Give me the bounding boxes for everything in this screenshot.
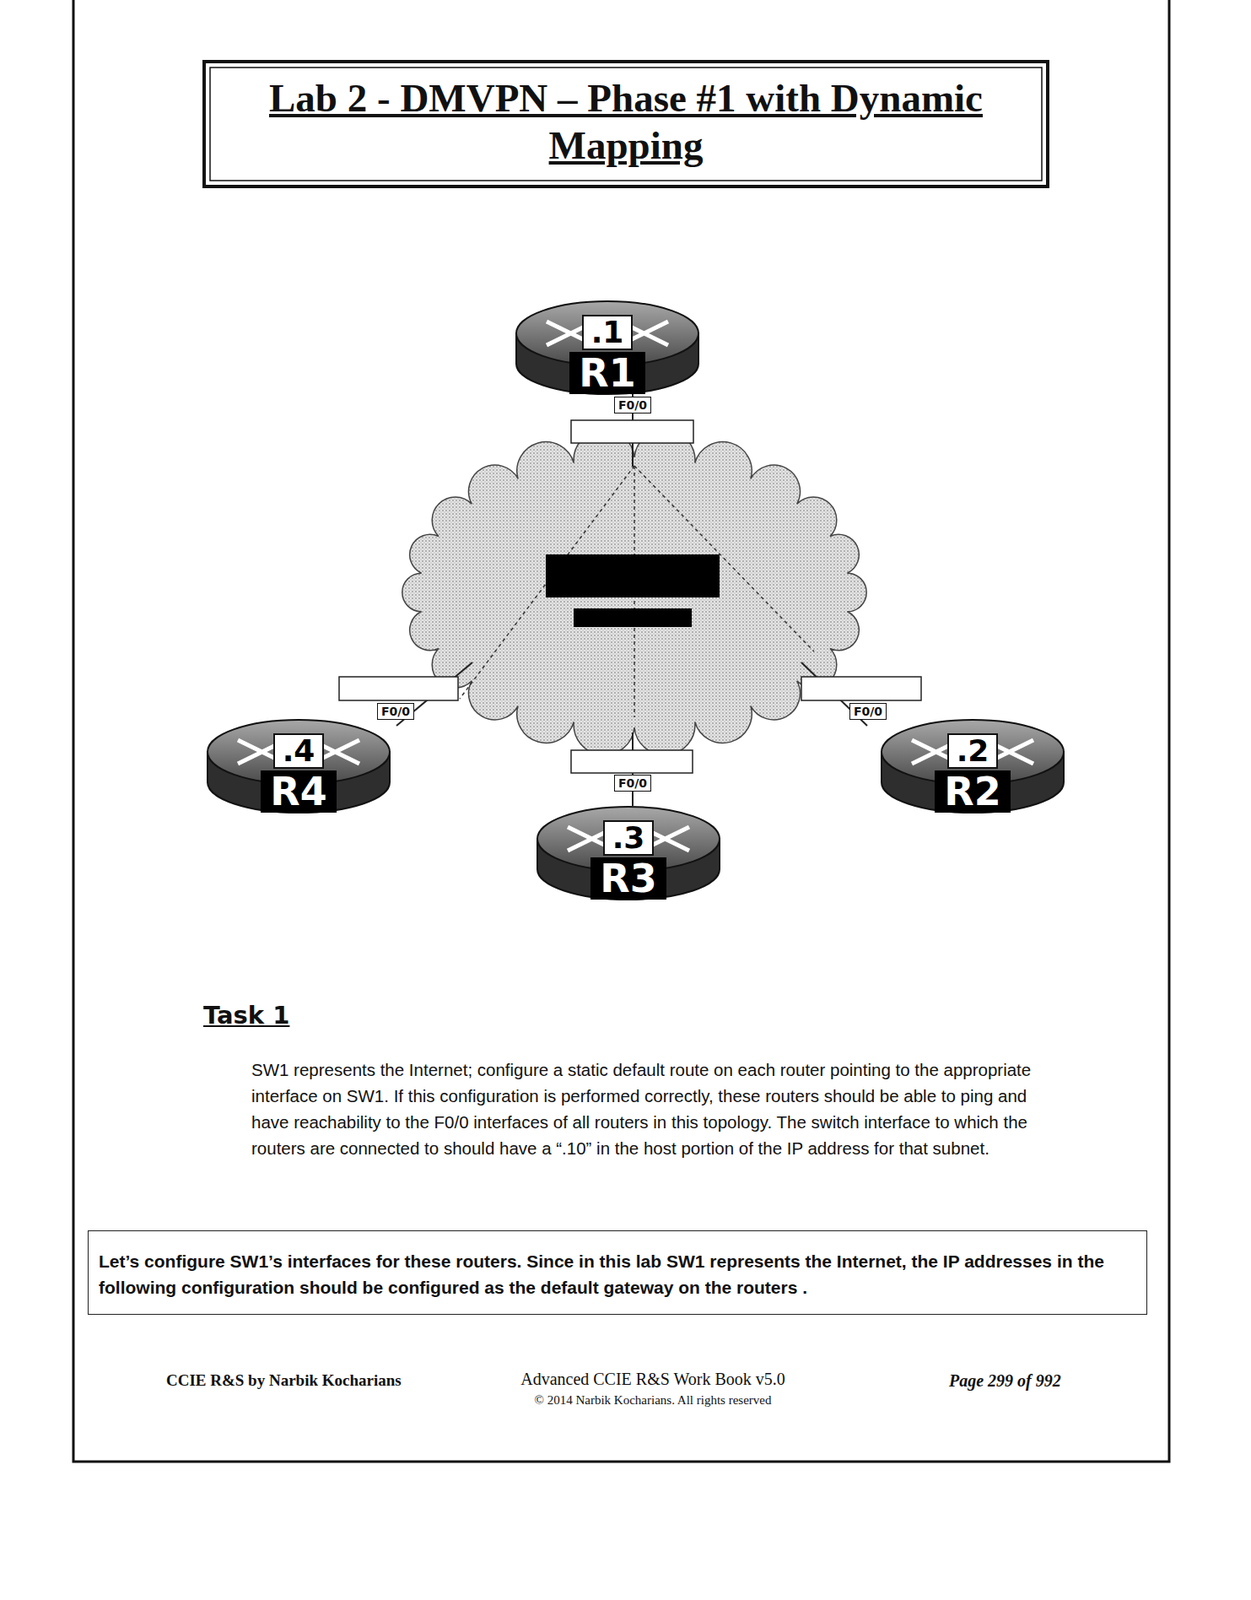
interface-label: F0/0 — [377, 702, 415, 720]
interface-label: F0/0 — [614, 774, 652, 792]
task-heading: Task 1 — [203, 1000, 290, 1030]
internet-cloud — [402, 429, 867, 755]
router-name: R4 — [260, 770, 337, 813]
cloud-outline — [402, 429, 867, 755]
note-box: Let’s configure SW1’s interfaces for the… — [87, 1229, 1148, 1315]
router-address: .3 — [603, 819, 654, 856]
footer-author: CCIE R&S by Narbik Kocharians — [166, 1370, 402, 1390]
interface-label: F0/0 — [614, 396, 652, 414]
router: .2R2 — [878, 714, 1068, 817]
interface-label: F0/0 — [849, 702, 887, 720]
footer-book: Advanced CCIE R&S Work Book v5.0 — [520, 1369, 786, 1389]
note-text: Let’s configure SW1’s interfaces for the… — [98, 1247, 1135, 1300]
router-name: R2 — [934, 770, 1011, 813]
router: .1R1 — [512, 296, 702, 399]
router-address: .1 — [582, 314, 633, 351]
redaction-bar — [545, 554, 720, 598]
title-frame — [210, 67, 1042, 181]
virtual-links — [459, 465, 815, 718]
address-box — [339, 420, 922, 773]
title-frame — [204, 61, 1048, 187]
router-address: .2 — [947, 733, 998, 769]
page-frame — [73, 0, 1170, 1462]
router: .4R4 — [204, 714, 394, 817]
title-text: Lab 2 - DMVPN – Phase #1 with Dynamic Ma… — [221, 74, 1031, 169]
task-text: SW1 represents the Internet; configure a… — [251, 1056, 1045, 1161]
footer-copyright: © 2014 Narbik Kocharians. All rights res… — [534, 1392, 772, 1408]
router-address: .4 — [273, 733, 324, 769]
links — [396, 389, 868, 806]
router-name: R3 — [590, 857, 667, 900]
redaction-bar — [573, 608, 692, 627]
router: .3R3 — [533, 801, 723, 904]
page-number: Page 299 of 992 — [949, 1370, 1062, 1391]
router-name: R1 — [569, 351, 646, 394]
